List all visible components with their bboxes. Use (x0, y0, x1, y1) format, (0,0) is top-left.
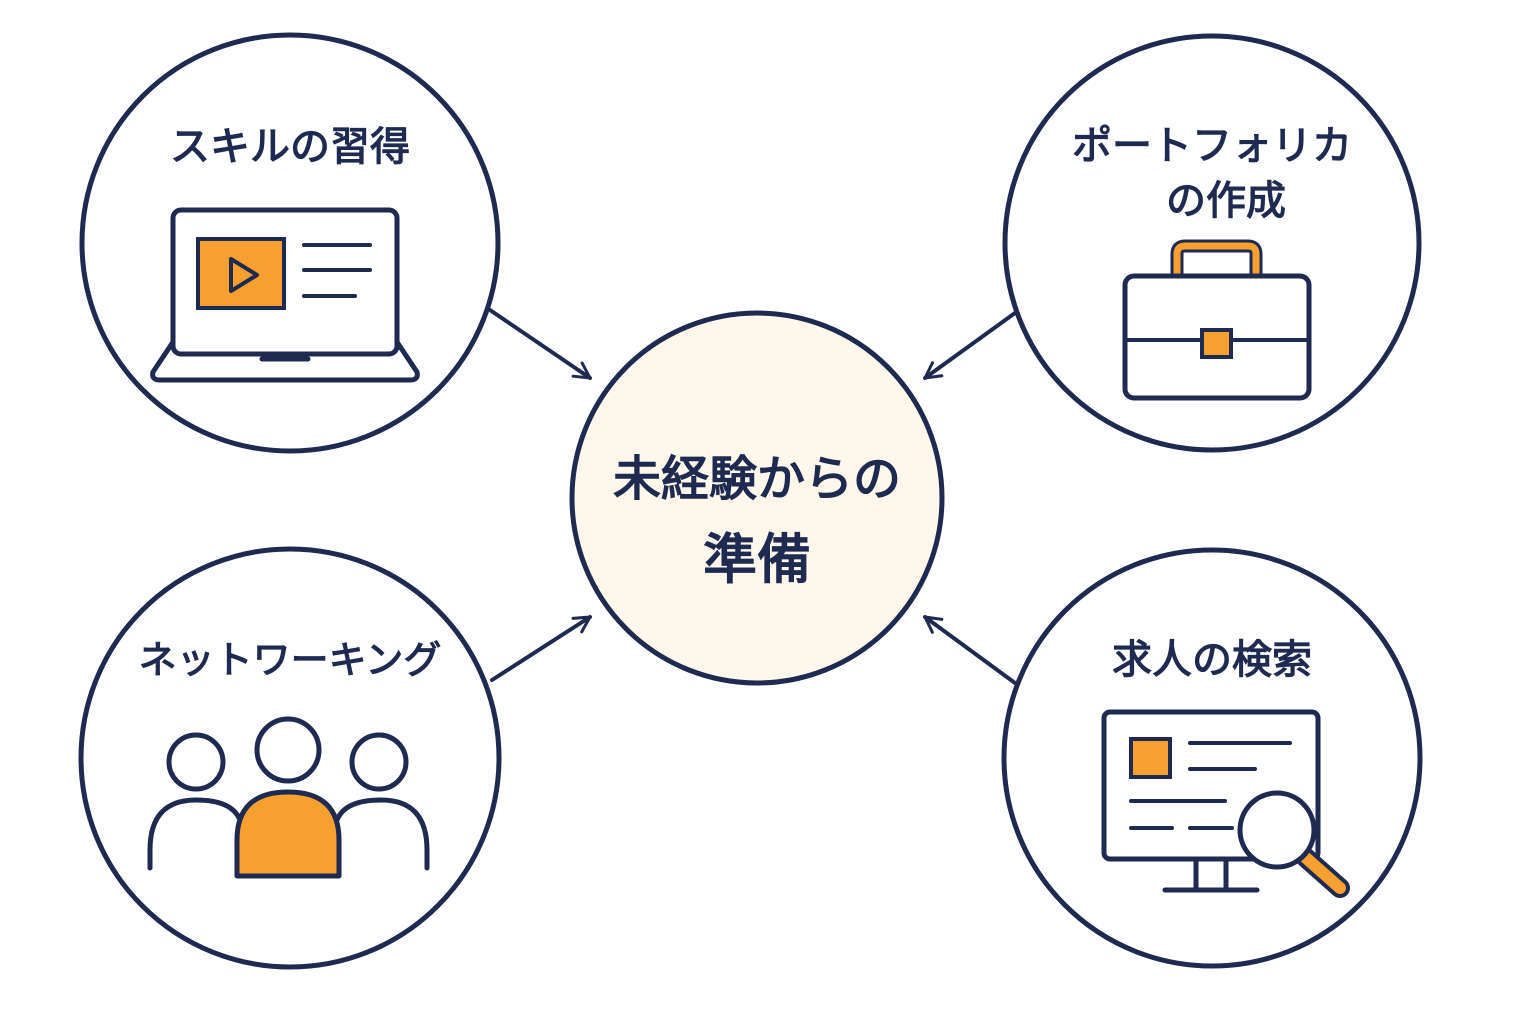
node-portfolio-label-line1: ポートフォリカ (1072, 123, 1352, 169)
node-skill-label: スキルの習得 (170, 124, 410, 170)
node-networking: ネットワーキング (78, 546, 502, 970)
center-label-line1: 未経験からの (613, 451, 901, 507)
center-node: 未経験からの 準備 (569, 310, 945, 686)
node-job-search-label: 求人の検索 (1112, 637, 1312, 683)
briefcase-icon (1122, 239, 1312, 401)
node-networking-label: ネットワーキング (139, 638, 442, 682)
node-portfolio-label-line2: の作成 (1166, 178, 1286, 224)
connector-arrows (488, 308, 1017, 685)
node-job-search: 求人の検索 (1001, 547, 1423, 969)
arrow-networking-to-center (490, 615, 592, 682)
monitor-search-icon (1101, 709, 1350, 898)
arrow-portfolio-to-center (923, 311, 1017, 380)
center-label-line2: 準備 (703, 528, 811, 591)
people-group-icon (147, 716, 430, 879)
node-skill: スキルの習得 (79, 32, 501, 454)
arrow-skill-to-center (488, 308, 592, 380)
arrow-job-search-to-center (923, 615, 1017, 685)
laptop-video-icon (150, 207, 420, 383)
node-portfolio: ポートフォリカ の作成 (1002, 33, 1422, 453)
